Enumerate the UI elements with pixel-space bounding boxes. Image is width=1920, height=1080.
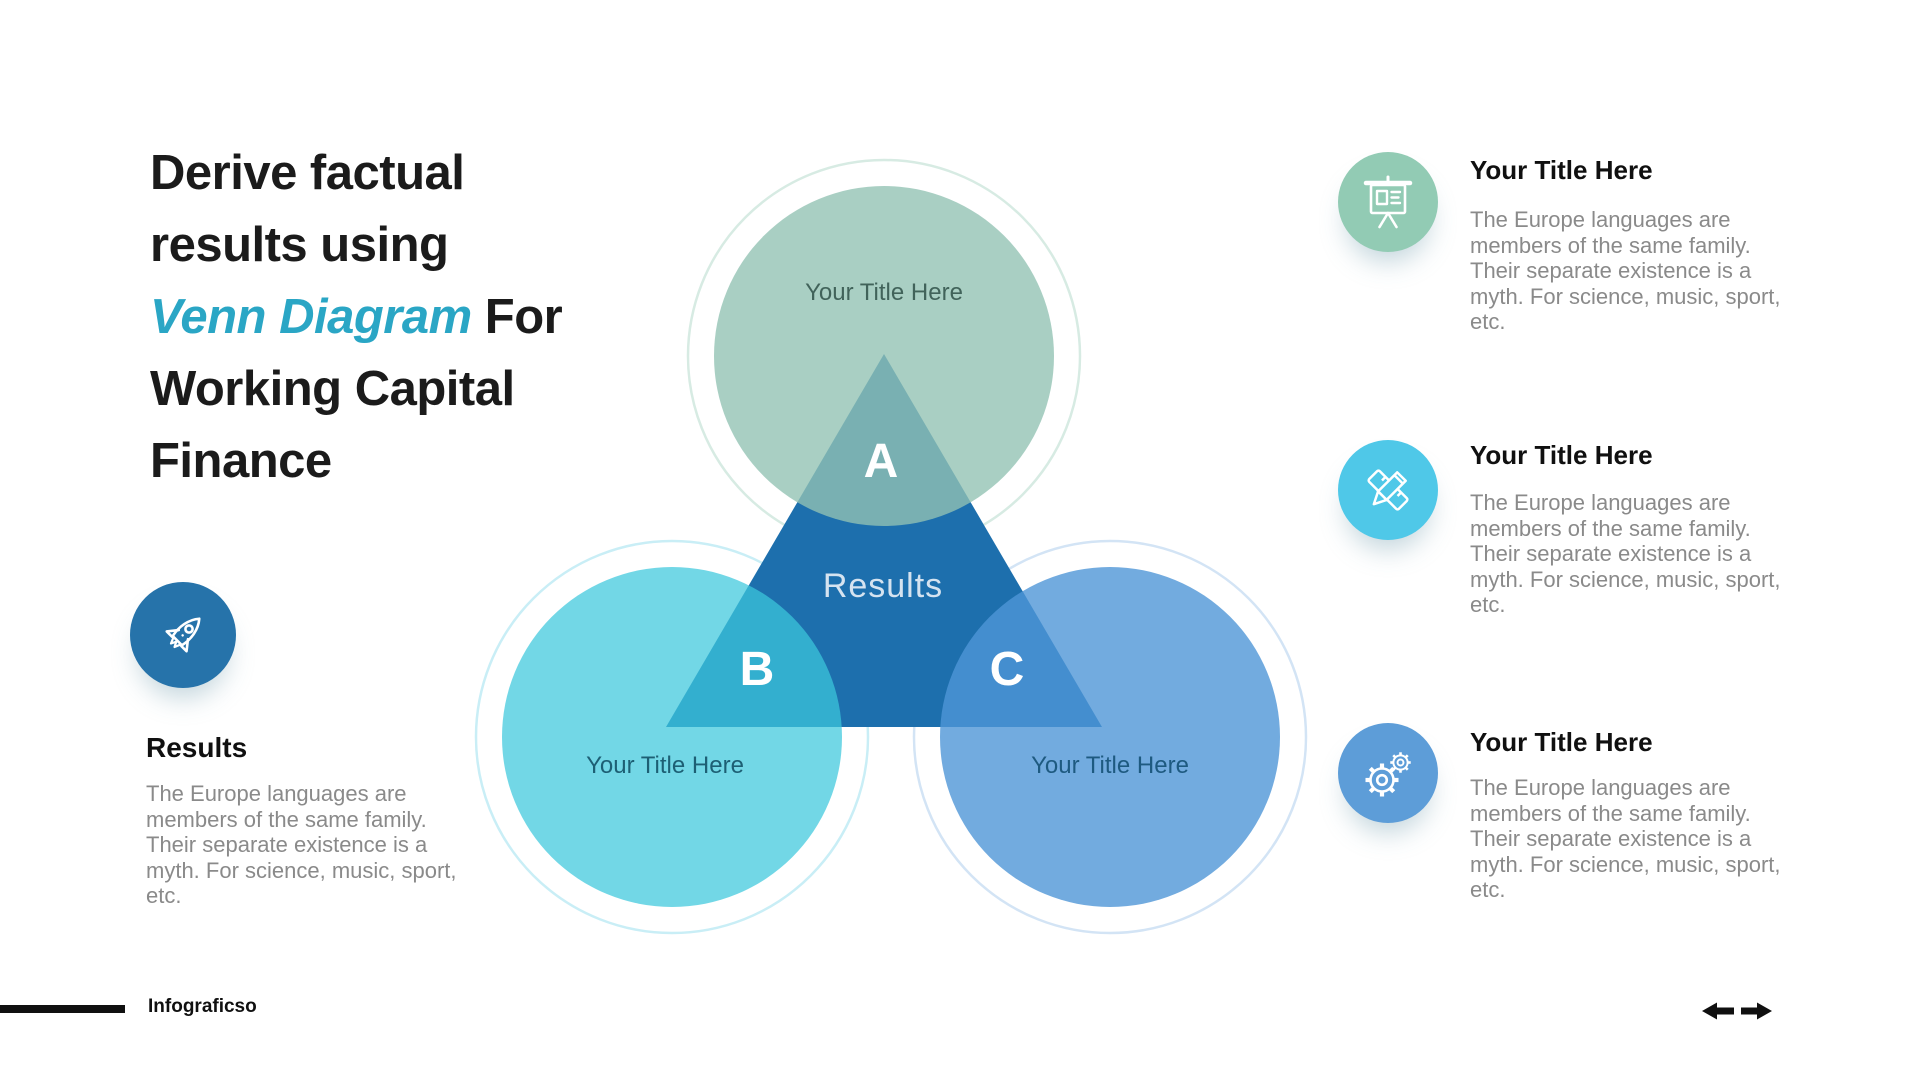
venn-label-c: Your Title Here xyxy=(1031,752,1189,779)
venn-diagram: Your Title Here Your Title Here Your Tit… xyxy=(474,158,1308,935)
venn-circle-b xyxy=(502,567,842,907)
rocket-icon xyxy=(165,617,201,653)
title-line: Derive factual xyxy=(150,137,670,209)
venn-label-a: Your Title Here xyxy=(805,279,963,306)
title-accent-text: Venn Diagram xyxy=(150,290,472,344)
feature-description: The Europe languages are members of the … xyxy=(1470,775,1781,902)
results-icon-badge xyxy=(130,582,236,688)
results-title: Results xyxy=(146,732,248,763)
results-description: The Europe languages are members of the … xyxy=(146,781,457,908)
page-title: Derive factual results using Venn Diagra… xyxy=(150,137,670,497)
presentation-board-icon xyxy=(1363,175,1413,229)
feature-icon-badge xyxy=(1338,152,1438,252)
feature-description: The Europe languages are members of the … xyxy=(1470,207,1781,334)
title-text: results using xyxy=(150,218,449,272)
venn-letter-c: C xyxy=(990,643,1025,696)
left-arrow-icon[interactable] xyxy=(1702,1002,1734,1020)
feature-title: Your Title Here xyxy=(1470,440,1653,470)
title-text: For xyxy=(471,290,563,344)
venn-label-b: Your Title Here xyxy=(586,752,744,779)
title-text: Derive factual xyxy=(150,146,465,200)
feature-icon-badge xyxy=(1338,440,1438,540)
brand-logo-text: Infograficso xyxy=(148,996,257,1017)
venn-ring-b xyxy=(474,539,870,935)
title-text: Finance xyxy=(150,434,332,488)
right-arrow-icon[interactable] xyxy=(1741,1002,1772,1020)
feature-icon-badge xyxy=(1338,723,1438,823)
venn-letter-a: A xyxy=(864,435,899,488)
title-line: Finance xyxy=(150,425,670,497)
venn-letter-b: B xyxy=(740,643,775,696)
title-line: results using xyxy=(150,209,670,281)
venn-center-label: Results xyxy=(823,567,943,605)
gears-icon xyxy=(1365,752,1411,797)
feature-title: Your Title Here xyxy=(1470,155,1653,185)
feature-title: Your Title Here xyxy=(1470,727,1653,757)
slide-nav-arrows[interactable] xyxy=(1696,1000,1778,1022)
title-line: Working Capital xyxy=(150,353,670,425)
venn-ring-c xyxy=(912,539,1308,935)
feature-description: The Europe languages are members of the … xyxy=(1470,490,1781,617)
title-line: Venn Diagram For xyxy=(150,281,670,353)
footer-accent-bar xyxy=(0,1005,125,1013)
title-text: Working Capital xyxy=(150,362,515,416)
venn-circle-a xyxy=(714,186,1054,526)
pencil-ruler-icon xyxy=(1367,469,1409,511)
venn-circle-c xyxy=(940,567,1280,907)
